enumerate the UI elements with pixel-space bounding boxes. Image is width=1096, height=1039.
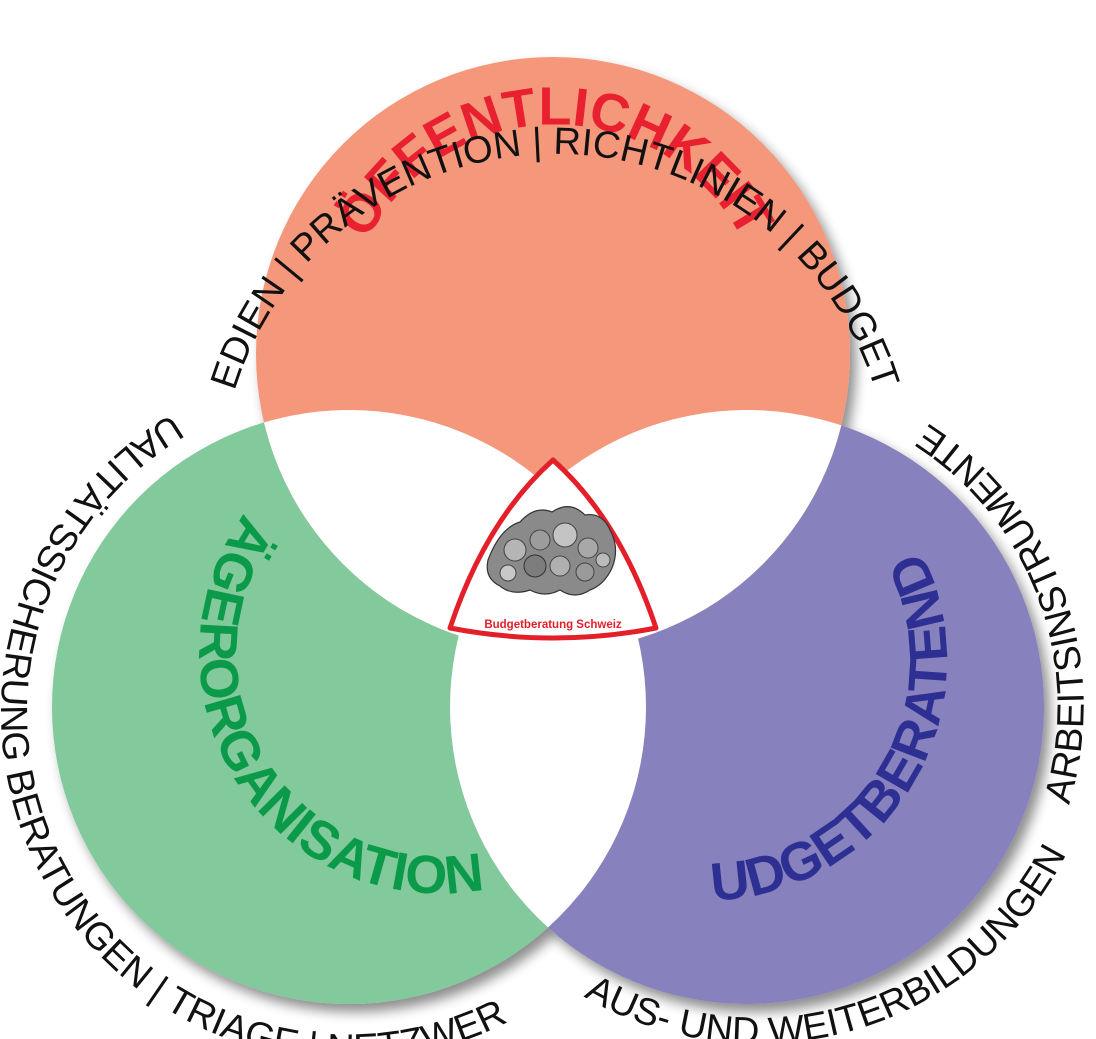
logo: Budgetberatung Schweiz [447,457,659,641]
logo-caption: Budgetberatung Schweiz [484,619,622,631]
swiss-map-coins-icon [486,506,617,596]
